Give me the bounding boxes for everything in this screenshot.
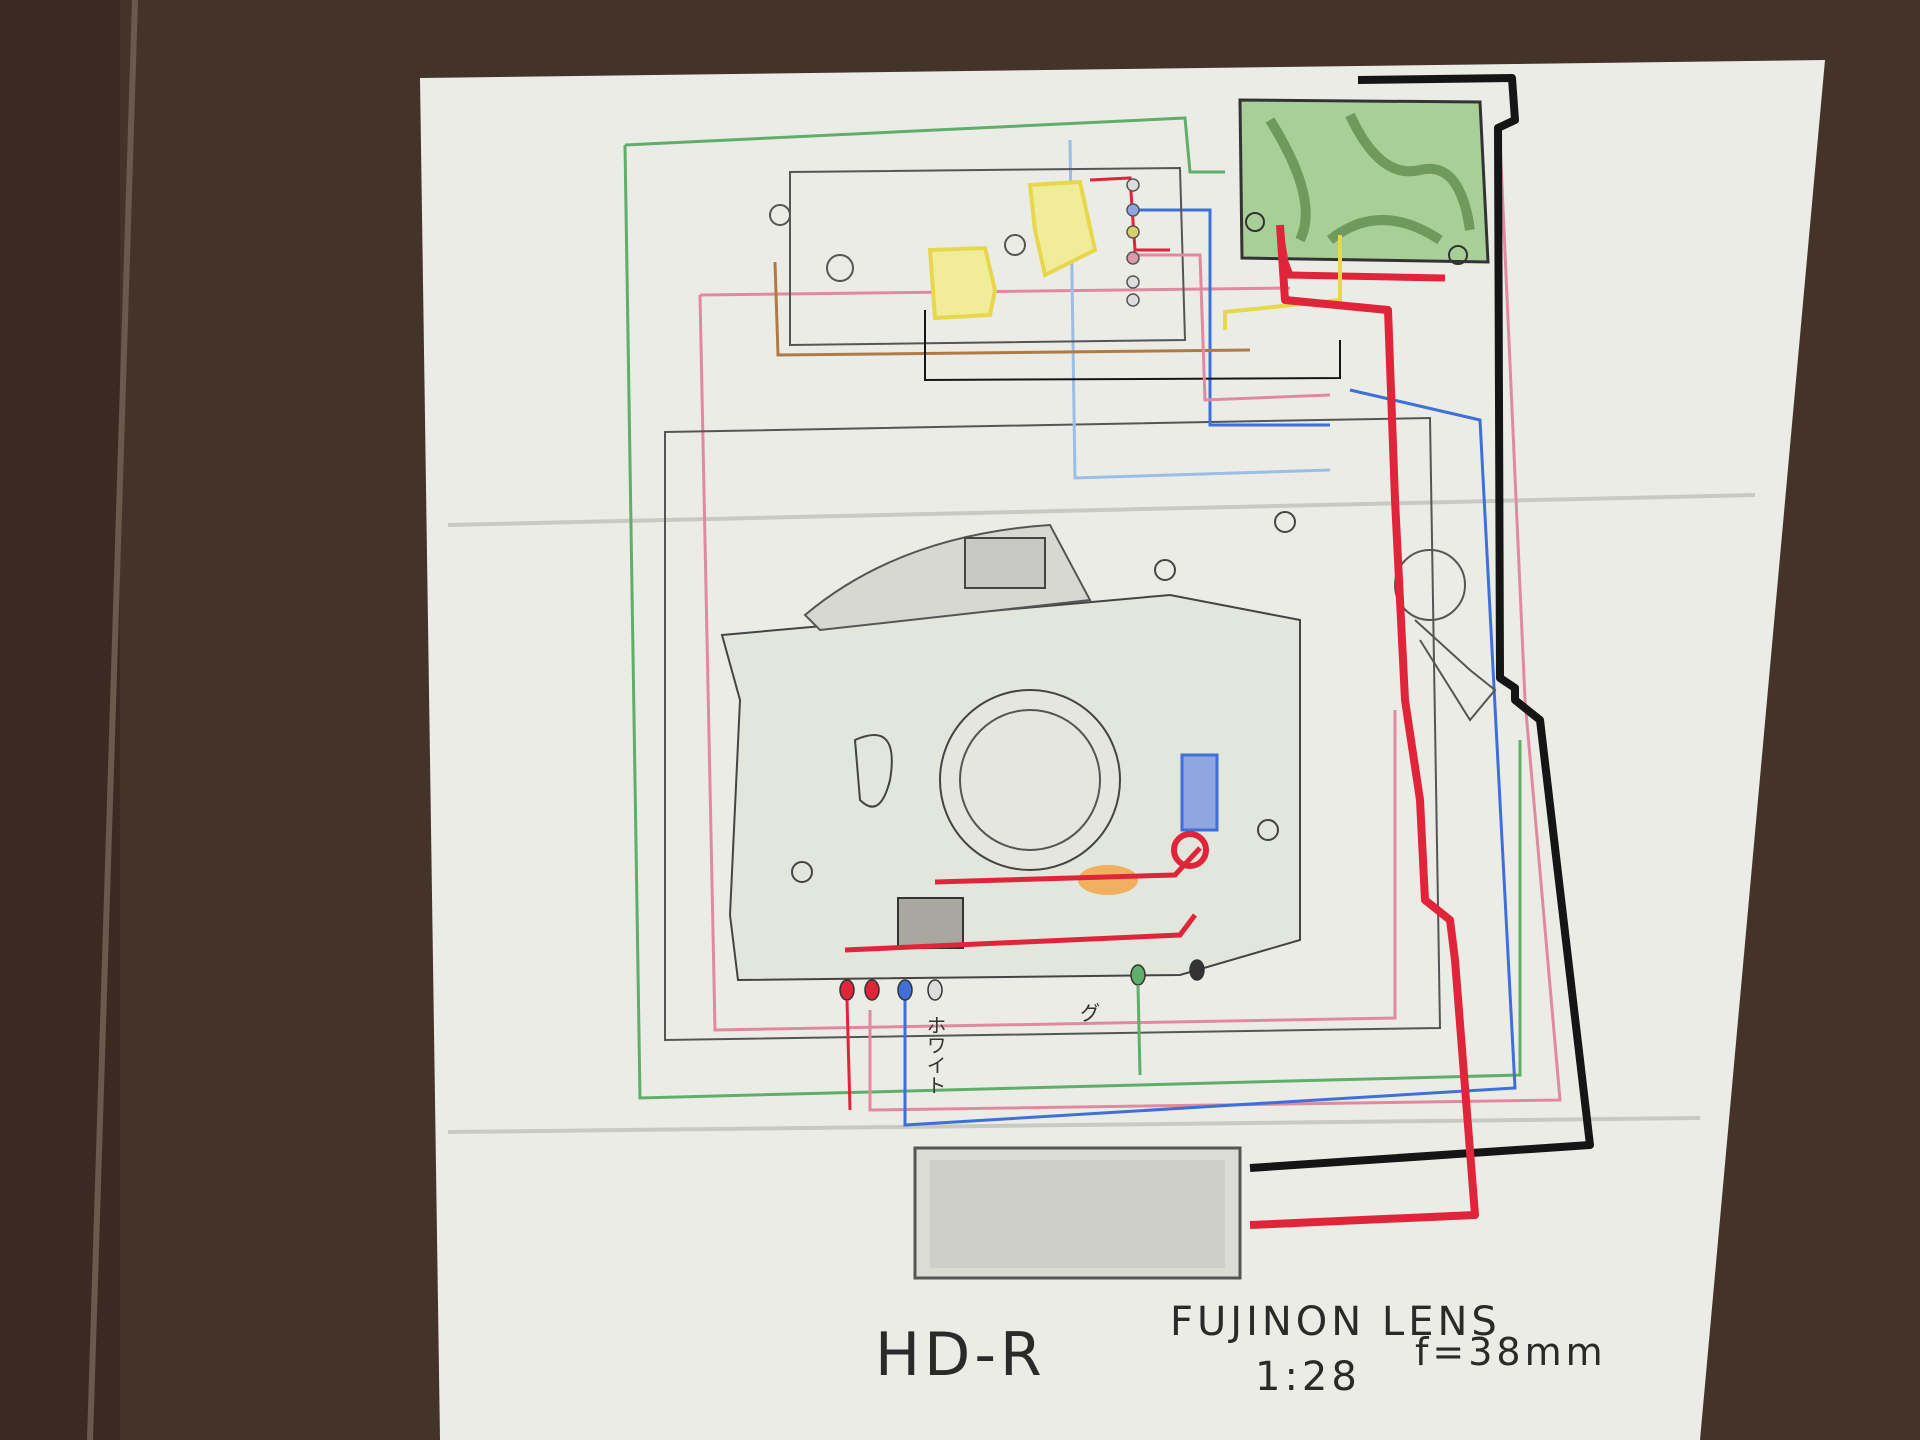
screw-icon [769, 204, 791, 226]
grey-frame-wire [664, 416, 1442, 1042]
aperture-label: 1:28 [1255, 1354, 1361, 1400]
lens-name-label: FUJINON LENS [1170, 1299, 1501, 1345]
red-down-wire [845, 999, 852, 1111]
screw-icon [1154, 559, 1176, 581]
lens-disc [939, 689, 1121, 871]
black-wire-upper [924, 310, 1341, 382]
ic-chip [897, 897, 964, 949]
shutter-mechanism [720, 511, 1301, 1111]
upper-board [769, 166, 1341, 402]
screw-icon [1245, 212, 1265, 232]
wire-label-small: グ [1080, 1001, 1100, 1025]
screw-icon [791, 861, 813, 883]
screw-icon [1004, 234, 1026, 256]
model-label: HD-R [875, 1320, 1046, 1390]
glass-edge [87, 0, 138, 1440]
screw-icon [1274, 511, 1296, 533]
battery-shading [930, 1160, 1225, 1268]
blue-component [1180, 753, 1219, 832]
pink-right-wire [868, 139, 1562, 1112]
red-mechanism-wire [844, 846, 1202, 953]
orange-component [1078, 865, 1138, 895]
pink-upper-wire [1135, 253, 1331, 402]
white-wire-label: ホワイト [923, 1015, 947, 1095]
terminal-column [1126, 178, 1140, 307]
blue-right-wire [903, 388, 1517, 1127]
green-frame-wire [623, 116, 1522, 1100]
top-plate-window [964, 537, 1046, 589]
lens-disc-inner [959, 709, 1101, 851]
red-terminal [1171, 831, 1209, 869]
film-wheel [1394, 549, 1497, 722]
green-down-wire [1136, 984, 1142, 1076]
yellow-component-2 [1027, 179, 1098, 278]
round-component [826, 254, 854, 282]
yellow-pcb-wire [1223, 235, 1342, 330]
yellow-component-1 [927, 245, 998, 321]
pcb-traces [1265, 112, 1475, 245]
black-main-wire [1249, 74, 1594, 1172]
paper-fold-bottom [447, 1116, 1701, 1134]
frame-wires [623, 116, 1562, 1127]
upper-board-outline [789, 166, 1187, 347]
screw-icon [1257, 819, 1279, 841]
wire-terminals [839, 959, 1205, 1001]
screw-icon [1448, 245, 1468, 265]
brown-wire [773, 261, 1251, 357]
focal-length-label: f=38mm [1415, 1330, 1607, 1374]
blue-upper-wire [1135, 208, 1330, 427]
red-main-wire [1249, 224, 1479, 1229]
pawl-lever [853, 734, 893, 808]
